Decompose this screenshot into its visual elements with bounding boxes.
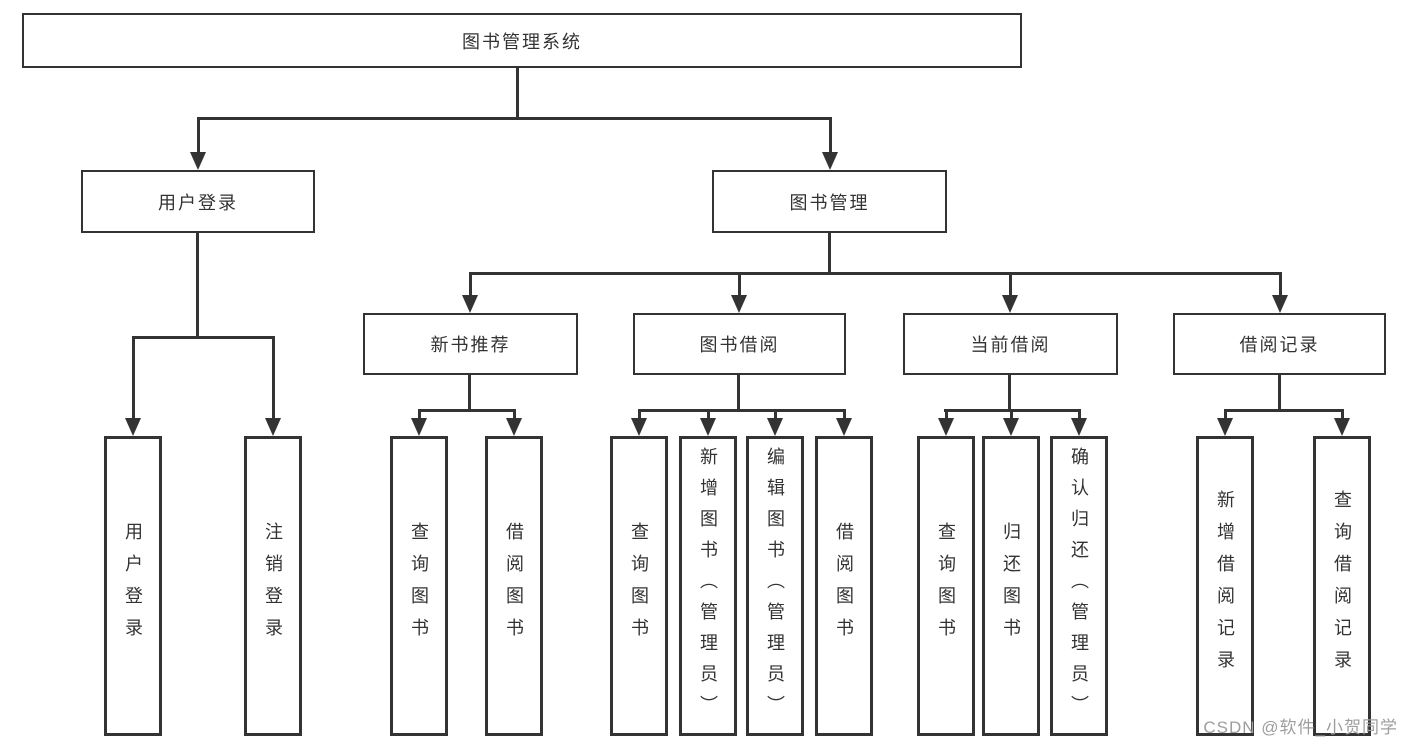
connector-arrow-shaft	[638, 409, 641, 420]
connector-arrow-shaft	[707, 409, 710, 420]
connector-horizontal-line	[197, 117, 832, 120]
node-label: 用户登录	[158, 192, 238, 213]
arrow-down-icon	[265, 418, 281, 436]
arrow-down-icon	[1334, 418, 1350, 436]
leaf-label: 新增借阅记录	[1215, 490, 1235, 682]
leaf-label: 查询图书	[936, 522, 956, 650]
node-book-management: 图书管理	[712, 170, 947, 233]
connector-vertical-line	[516, 68, 519, 118]
connector-vertical-line	[828, 233, 831, 273]
arrow-down-icon	[190, 152, 206, 170]
leaf-label: 查询借阅记录	[1332, 490, 1352, 682]
leaf-label: 用户登录	[123, 522, 143, 650]
arrow-down-icon	[938, 418, 954, 436]
node-user-login: 用户登录	[81, 170, 315, 233]
leaf-recommend-borrow-books: 借阅图书	[485, 436, 543, 736]
leaf-records-add-record: 新增借阅记录	[1196, 436, 1254, 736]
leaf-current-query-books: 查询图书	[917, 436, 975, 736]
connector-arrow-shaft	[738, 272, 741, 297]
leaf-recommend-query-books: 查询图书	[390, 436, 448, 736]
leaf-label: 归还图书	[1001, 522, 1021, 650]
node-book-borrowing: 图书借阅	[633, 313, 846, 375]
arrow-down-icon	[506, 418, 522, 436]
node-borrowing-records: 借阅记录	[1173, 313, 1386, 375]
leaf-user-login: 用户登录	[104, 436, 162, 736]
arrow-down-icon	[1217, 418, 1233, 436]
connector-arrow-shaft	[843, 409, 846, 420]
arrow-down-icon	[1071, 418, 1087, 436]
connector-arrow-shaft	[774, 409, 777, 420]
connector-arrow-shaft	[1341, 409, 1344, 420]
connector-horizontal-line	[132, 336, 275, 339]
connector-horizontal-line	[469, 272, 1282, 275]
connector-vertical-line	[737, 375, 740, 410]
node-library-management-system: 图书管理系统	[22, 13, 1022, 68]
node-label: 图书借阅	[699, 335, 780, 355]
connector-horizontal-line	[418, 409, 516, 412]
connector-arrow-shaft	[513, 409, 516, 420]
connector-horizontal-line	[1224, 409, 1343, 412]
arrow-down-icon	[125, 418, 141, 436]
connector-arrow-shaft	[1010, 409, 1013, 420]
arrow-down-icon	[822, 152, 838, 170]
connector-arrow-shaft	[469, 272, 472, 297]
connector-arrow-shaft	[418, 409, 421, 420]
arrow-down-icon	[462, 295, 478, 313]
connector-arrow-shaft	[132, 336, 135, 420]
leaf-label: 注销登录	[263, 522, 283, 650]
arrow-down-icon	[1003, 418, 1019, 436]
leaf-label: 查询图书	[409, 522, 429, 650]
connector-vertical-line	[1278, 375, 1281, 410]
connector-arrow-shaft	[1009, 272, 1012, 297]
arrow-down-icon	[731, 295, 747, 313]
node-label: 图书管理系统	[462, 31, 582, 52]
leaf-current-return-books: 归还图书	[982, 436, 1040, 736]
arrow-down-icon	[1272, 295, 1288, 313]
leaf-label: 编辑图书（管理员）	[765, 446, 785, 726]
leaf-borrow-query-books: 查询图书	[610, 436, 668, 736]
leaf-label: 新增图书（管理员）	[698, 446, 718, 726]
connector-arrow-shaft	[1078, 409, 1081, 420]
connector-vertical-line	[196, 233, 199, 337]
leaf-logout: 注销登录	[244, 436, 302, 736]
connector-vertical-line	[468, 375, 471, 410]
leaf-label: 借阅图书	[504, 522, 524, 650]
connector-arrow-shaft	[1224, 409, 1227, 420]
connector-arrow-shaft	[1279, 272, 1282, 297]
connector-arrow-shaft	[272, 336, 275, 420]
leaf-label: 借阅图书	[834, 522, 854, 650]
node-new-book-recommend: 新书推荐	[363, 313, 578, 375]
node-current-borrowing: 当前借阅	[903, 313, 1118, 375]
leaf-borrow-edit-books-admin: 编辑图书（管理员）	[746, 436, 804, 736]
arrow-down-icon	[1002, 295, 1018, 313]
node-label: 新书推荐	[430, 335, 511, 355]
node-label: 借阅记录	[1239, 335, 1320, 355]
leaf-label: 查询图书	[629, 522, 649, 650]
connector-vertical-line	[1008, 375, 1011, 410]
connector-arrow-shaft	[197, 117, 200, 154]
arrow-down-icon	[700, 418, 716, 436]
connector-horizontal-line	[638, 409, 846, 412]
leaf-label: 确认归还（管理员）	[1069, 446, 1089, 726]
leaf-borrow-add-books-admin: 新增图书（管理员）	[679, 436, 737, 736]
arrow-down-icon	[767, 418, 783, 436]
arrow-down-icon	[631, 418, 647, 436]
csdn-watermark: CSDN @软件_小贺同学	[1203, 718, 1398, 737]
node-label: 图书管理	[789, 192, 870, 213]
connector-arrow-shaft	[829, 117, 832, 154]
leaf-borrow-borrow-books: 借阅图书	[815, 436, 873, 736]
connector-arrow-shaft	[945, 409, 948, 420]
leaf-current-confirm-return-admin: 确认归还（管理员）	[1050, 436, 1108, 736]
arrow-down-icon	[836, 418, 852, 436]
arrow-down-icon	[411, 418, 427, 436]
node-label: 当前借阅	[970, 335, 1051, 355]
leaf-records-query-record: 查询借阅记录	[1313, 436, 1371, 736]
